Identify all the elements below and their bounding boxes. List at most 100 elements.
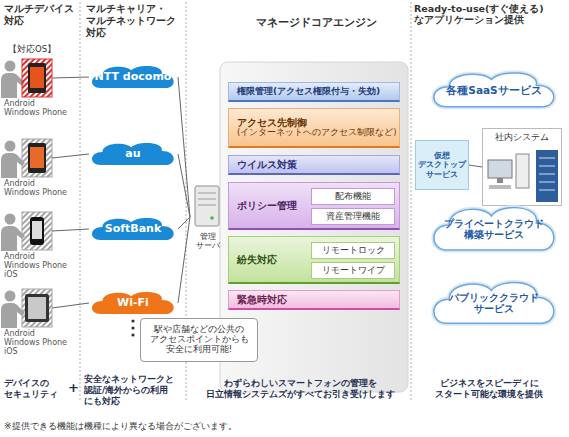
tablet-screen — [28, 297, 46, 319]
function-box: 緊急時対応 — [228, 290, 400, 310]
node-text: 緊急時対応 — [237, 294, 287, 306]
window-row — [539, 166, 555, 167]
os-label: Windows Phone — [4, 261, 67, 271]
os-label: iOS — [4, 347, 18, 357]
column-header: Ready-to-use(すぐ使える) なアプリケーション提供 — [414, 3, 566, 26]
function-box: ウイルス対策 — [228, 155, 400, 175]
keyboard — [489, 185, 511, 189]
server-node: 管理 サーバ — [190, 184, 226, 250]
connector-line — [178, 217, 190, 303]
node-text: 仮想 デスクトップ サービス — [416, 151, 468, 179]
node-text: ウイルス対策 — [237, 159, 297, 171]
monitor — [488, 160, 512, 178]
building — [536, 150, 558, 202]
cloud-outline — [92, 66, 174, 88]
column-header: マネージドコアエンジン — [222, 16, 410, 29]
node-text: パブリッククラウド サービス — [438, 292, 550, 315]
device-frame — [22, 289, 52, 327]
cloud-outline — [92, 143, 174, 165]
node-text: プライベートクラウド 構築サービス — [438, 218, 550, 241]
os-label: Android — [4, 179, 35, 189]
phone-body — [28, 63, 46, 93]
callout-dots — [131, 319, 134, 336]
device-user — [1, 212, 52, 251]
node-text: リモートロック — [322, 245, 385, 255]
function-box: 権限管理(アクセス権限付与・失効) — [228, 82, 400, 102]
node-text: 駅や店舗などの公共の アクセスポイントからも 安全に利用可能! — [145, 325, 253, 354]
node-text: アクセス先制御 — [237, 117, 307, 129]
column-divider — [80, 2, 411, 400]
node-text: 資産管理機能 — [326, 211, 380, 221]
footer-text: ビジネスをスピーディに スタート可能な環境を提供 — [414, 378, 564, 400]
cloud-outline — [434, 73, 554, 107]
function-box: ポリシー管理 配布機能資産管理機能 — [228, 182, 400, 230]
plus-sign: + — [68, 380, 79, 396]
os-label: iOS — [4, 270, 18, 280]
device-user — [1, 139, 52, 178]
caption-note: ※提供できる機能は機種により異なる場合がございます。 — [4, 421, 237, 432]
os-label: Android — [4, 252, 35, 262]
cloud-outline — [434, 282, 554, 323]
function-box: アクセス先制御(インターネットへのアクセス制限など) — [228, 108, 400, 148]
cloud-outline — [434, 208, 554, 250]
footer-text: 安全なネットワークと 認証/海外からの利用 にも対応 — [84, 374, 188, 406]
service-box: 仮想 デスクトップ サービス — [415, 140, 469, 190]
office-illustration — [488, 150, 558, 202]
monitor-stand — [497, 178, 503, 183]
server-lamp — [210, 216, 214, 220]
node-text: 各種SaaSサービス — [446, 84, 541, 96]
service-cloud: 各種SaaSサービス — [428, 70, 560, 110]
phone-body — [28, 143, 46, 173]
dot — [131, 333, 134, 336]
server-slot — [198, 199, 216, 200]
device-user — [1, 289, 52, 328]
cloud-glow — [434, 208, 554, 250]
divider-line — [411, 2, 412, 400]
node-text: Wi-Fi — [117, 297, 149, 310]
dot — [131, 319, 134, 322]
phone-screen — [32, 221, 42, 239]
phone-body — [30, 217, 44, 245]
cloud-outline — [92, 218, 174, 240]
system-box: 社内システム — [482, 128, 562, 206]
building-windows — [539, 158, 555, 190]
node-text: リモートワイプ — [322, 265, 385, 275]
server-slot — [198, 193, 216, 194]
cloud-glow — [434, 73, 554, 107]
wire-line — [52, 154, 89, 158]
footer-text: わずらわしいスマートフォンの管理を 日立情報システムズがすべてお引き受けします — [192, 378, 408, 400]
node-text: 権限管理(アクセス権限付与・失効) — [237, 86, 380, 96]
person-body — [1, 73, 25, 98]
node-text: 配布機能 — [335, 191, 371, 201]
person-head — [5, 214, 16, 225]
divider-line — [80, 2, 81, 400]
node-text: ポリシー管理 — [237, 200, 297, 212]
device-user — [1, 59, 52, 98]
phone-screen — [30, 147, 44, 168]
window-row — [539, 182, 555, 183]
sub-function-box: リモートロック — [311, 242, 395, 259]
os-label: Windows Phone — [4, 108, 67, 118]
sub-function-box: 資産管理機能 — [311, 208, 395, 225]
column-header: マルチキャリア・ マルチネットワーク 対応 — [86, 3, 186, 39]
node-text: NTT docomo — [95, 71, 172, 84]
column-header: マルチデバイス 対応 — [4, 3, 80, 27]
person-body — [1, 226, 25, 251]
node-text: 管理 サーバ — [191, 232, 225, 250]
os-label: Android — [4, 99, 35, 109]
connector-line — [178, 77, 190, 217]
footer-text: デバイスの セキュリティ — [4, 378, 68, 400]
window-row — [539, 190, 555, 191]
person-body — [1, 153, 25, 178]
person-head — [5, 61, 16, 72]
device-frame — [22, 139, 52, 177]
carrier-cloud: au — [88, 141, 178, 167]
carrier-cloud: SoftBank — [88, 216, 178, 242]
wire-line — [52, 77, 89, 78]
server-case — [195, 186, 219, 226]
device-frame — [22, 212, 52, 250]
node-text: au — [125, 148, 140, 161]
dot — [131, 326, 134, 329]
os-label: Windows Phone — [4, 188, 67, 198]
